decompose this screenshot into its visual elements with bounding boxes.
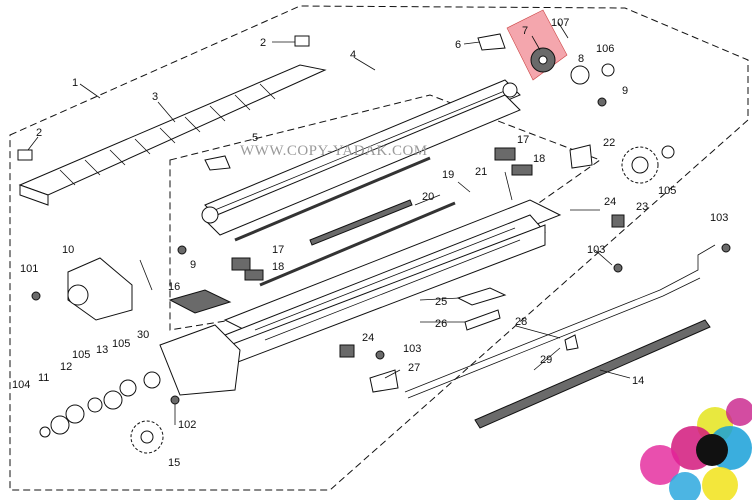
callout-labels: 1 2 2 3 4 5 6 7 8 9 9 10 11 12 13 14 15 … xyxy=(12,17,728,469)
callout-102: 102 xyxy=(178,419,196,431)
bearing-part-30 xyxy=(143,371,161,389)
callout-29: 29 xyxy=(540,354,552,366)
callout-10: 10 xyxy=(62,244,74,256)
callout-28: 28 xyxy=(515,316,527,328)
gear-part-105-mid xyxy=(87,397,103,413)
rod-part-28b xyxy=(407,277,701,399)
guide-plate-part-3 xyxy=(17,35,327,206)
callout-105: 105 xyxy=(658,185,676,197)
watermark-text: WWW.COPY-YADAK.COM xyxy=(240,143,428,159)
gear-part-7 xyxy=(530,47,556,73)
callout-107: 107 xyxy=(551,17,569,29)
clip-part-105-right xyxy=(661,145,675,159)
pad-part-18-left xyxy=(244,269,264,281)
callout-25: 25 xyxy=(435,296,447,308)
callout-101: 101 xyxy=(20,263,38,275)
callout-106: 106 xyxy=(596,43,614,55)
strip-part-19b xyxy=(259,201,456,287)
sensor-part-26 xyxy=(464,309,501,331)
callout-103: 103 xyxy=(587,244,605,256)
callout-17: 17 xyxy=(517,134,529,146)
callout-105: 105 xyxy=(112,338,130,350)
strip-part-14 xyxy=(474,319,711,429)
outer-dashed-boundary xyxy=(9,5,749,491)
screw-part-103-a xyxy=(375,350,385,360)
pad-part-17-top xyxy=(494,147,516,161)
strip-part-19 xyxy=(234,156,431,242)
callout-104: 104 xyxy=(12,379,30,391)
callout-24: 24 xyxy=(604,196,616,208)
callout-13: 13 xyxy=(96,344,108,356)
callout-105: 105 xyxy=(72,349,90,361)
screw-part-9-left xyxy=(177,245,187,255)
rod-part-28 xyxy=(404,244,716,393)
callout-21: 21 xyxy=(475,166,487,178)
callout-1: 1 xyxy=(72,77,78,89)
callout-9: 9 xyxy=(190,259,196,271)
screw-part-102 xyxy=(170,395,180,405)
roller-assembly-part-4 xyxy=(201,79,521,236)
callout-4: 4 xyxy=(350,49,356,61)
gear-part-15 xyxy=(130,420,164,454)
main-frame xyxy=(159,199,562,396)
callout-18: 18 xyxy=(533,153,545,165)
screw-part-9-right xyxy=(597,97,607,107)
gear-part-13 xyxy=(103,390,123,410)
bracket-part-5 xyxy=(204,155,231,171)
screw-part-103-c xyxy=(721,243,731,253)
screw-part-101 xyxy=(31,291,41,301)
callout-9: 9 xyxy=(622,85,628,97)
pad-part-16 xyxy=(168,289,232,314)
bracket-part-6 xyxy=(477,33,506,51)
callout-12: 12 xyxy=(60,361,72,373)
callout-2: 2 xyxy=(260,37,266,49)
callout-3: 3 xyxy=(152,91,158,103)
callout-19: 19 xyxy=(442,169,454,181)
motor-part-10 xyxy=(67,257,133,321)
leader-lines xyxy=(27,21,631,425)
callout-7: 7 xyxy=(522,25,528,37)
callout-103: 103 xyxy=(403,343,421,355)
callout-15: 15 xyxy=(168,457,180,469)
callout-103: 103 xyxy=(710,212,728,224)
pad-part-17-left xyxy=(231,257,251,271)
bracket-part-22 xyxy=(569,144,593,169)
callout-22: 22 xyxy=(603,137,615,149)
callout-2: 2 xyxy=(36,127,42,139)
sheet-part-25 xyxy=(456,287,507,306)
callout-17: 17 xyxy=(272,244,284,256)
callout-26: 26 xyxy=(435,318,447,330)
callout-20: 20 xyxy=(422,191,434,203)
gear-part-12 xyxy=(65,404,85,424)
callout-5: 5 xyxy=(252,132,258,144)
bracket-part-27 xyxy=(369,369,399,393)
cmyk-logo xyxy=(640,398,752,500)
gear-part-8 xyxy=(570,65,590,85)
callout-23: 23 xyxy=(636,201,648,213)
ring-part-104 xyxy=(39,426,51,438)
bracket-part-29 xyxy=(564,334,579,351)
strip-part-20 xyxy=(309,199,413,246)
callout-18: 18 xyxy=(272,261,284,273)
gear-part-105-left xyxy=(119,379,137,397)
callout-16: 16 xyxy=(168,281,180,293)
gear-part-23 xyxy=(621,146,659,184)
callout-8: 8 xyxy=(578,53,584,65)
pad-part-24-right xyxy=(611,214,625,228)
callout-27: 27 xyxy=(408,362,420,374)
bushing-part-106 xyxy=(601,63,615,77)
callout-11: 11 xyxy=(38,372,49,384)
callout-30: 30 xyxy=(137,329,149,341)
washer-part-11 xyxy=(50,415,70,435)
callout-24: 24 xyxy=(362,332,374,344)
callout-14: 14 xyxy=(632,375,644,387)
screw-part-103-b xyxy=(613,263,623,273)
pad-part-24-bottom xyxy=(339,344,355,358)
pad-part-18-top xyxy=(511,164,533,176)
callout-6: 6 xyxy=(455,39,461,51)
